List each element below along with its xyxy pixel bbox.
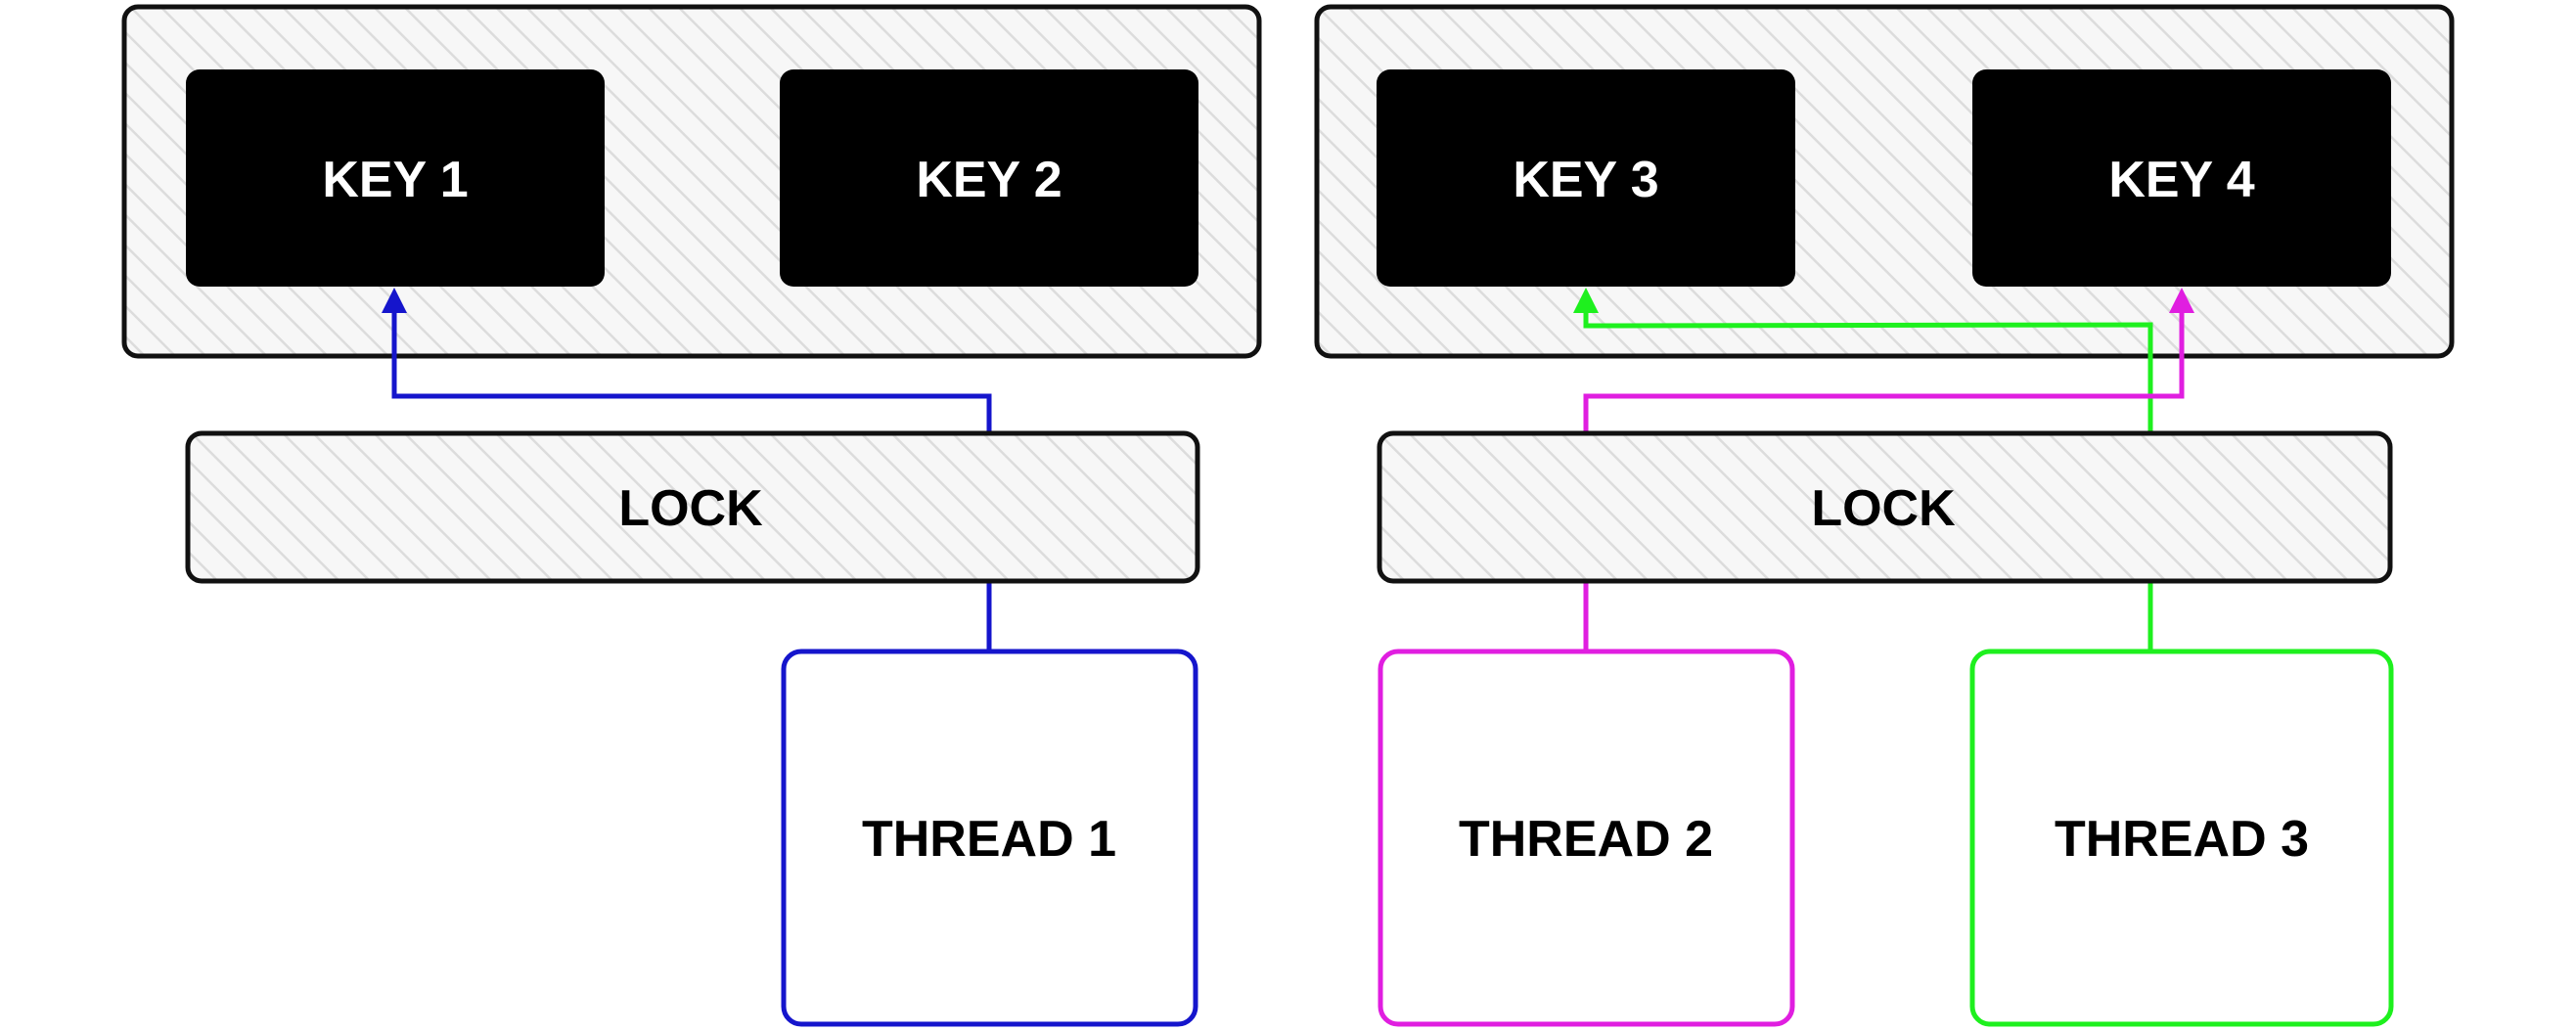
key-box-4: KEY 4: [1972, 69, 2391, 287]
thread-box-3: THREAD 3: [1969, 649, 2394, 1027]
key-label: KEY 1: [322, 152, 468, 208]
key-store-group-2: KEY 3 KEY 4: [1314, 4, 2455, 359]
key-box-1: KEY 1: [186, 69, 605, 287]
lock-label: LOCK: [618, 480, 763, 537]
arrowhead-icon: [1573, 288, 1599, 313]
thread-label: THREAD 2: [1459, 811, 1713, 868]
key-store-group-1: KEY 1 KEY 2: [121, 4, 1262, 359]
key-label: KEY 3: [1513, 152, 1658, 208]
key-label: KEY 2: [916, 152, 1062, 208]
thread-box-2: THREAD 2: [1378, 649, 1795, 1027]
lock-label: LOCK: [1811, 480, 1956, 537]
key-label: KEY 4: [2108, 152, 2254, 208]
lock-bar-1: LOCK: [185, 430, 1200, 584]
thread-box-1: THREAD 1: [781, 649, 1198, 1027]
key-box-3: KEY 3: [1377, 69, 1795, 287]
thread-label: THREAD 3: [2055, 811, 2309, 868]
arrowhead-icon: [382, 288, 407, 313]
thread-label: THREAD 1: [862, 811, 1116, 868]
lock-bar-2: LOCK: [1377, 430, 2393, 584]
arrowhead-icon: [2169, 288, 2194, 313]
key-box-2: KEY 2: [780, 69, 1198, 287]
